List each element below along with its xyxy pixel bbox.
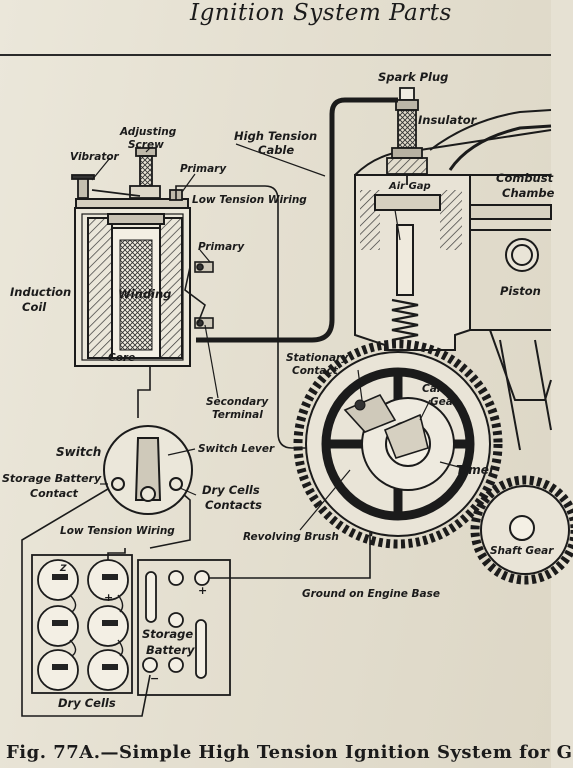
ignition-diagram: Spark Plug Insulator High Tension Cable … xyxy=(2,70,573,717)
label-low-tension-bottom: Low Tension Wiring xyxy=(60,525,175,537)
label-switch-lever: Switch Lever xyxy=(198,443,275,455)
label-secondary: Secondary xyxy=(206,396,269,408)
label-cable: Cable xyxy=(258,143,294,157)
label-stationary: Stationary xyxy=(286,352,349,364)
label-high-tension: High Tension xyxy=(234,129,317,143)
label-dry-cells-contacts: Dry Cells xyxy=(202,483,260,497)
header-rule xyxy=(0,54,551,56)
dry-cells xyxy=(31,554,133,694)
engine-cylinder xyxy=(354,109,552,351)
label-contacts: Contacts xyxy=(205,498,262,512)
high-tension-cable xyxy=(196,97,398,343)
shaft-gear xyxy=(470,475,573,585)
label-screw: Screw xyxy=(128,139,164,151)
piston xyxy=(489,238,552,451)
label-timer: Timer xyxy=(456,463,496,477)
page-header: Ignition System Parts xyxy=(0,0,551,40)
label-plus-2: + xyxy=(198,584,207,597)
coil-terminals xyxy=(194,261,214,329)
label-shaft-gear: Shaft Gear xyxy=(490,545,554,557)
label-winding: Winding xyxy=(118,287,171,301)
label-plus-1: + xyxy=(104,591,113,604)
label-core: Core xyxy=(108,352,135,364)
label-low-tension-top: Low Tension Wiring xyxy=(192,194,307,206)
timer-gear xyxy=(293,339,503,549)
label-storage-battery-contact: Storage Battery xyxy=(2,472,102,485)
page-title: Ignition System Parts xyxy=(190,0,452,26)
leader-lines xyxy=(91,143,471,531)
label-spark-plug: Spark Plug xyxy=(378,70,448,84)
label-combust: Combust xyxy=(496,171,554,185)
label-minus: − xyxy=(150,672,159,685)
label-primary-side: Primary xyxy=(198,241,245,253)
label-coil: Coil xyxy=(22,300,47,314)
label-dry-cells-bottom: Dry Cells xyxy=(58,696,116,710)
label-chamber: Chambe xyxy=(502,186,555,200)
label-switch: Switch xyxy=(56,445,101,459)
label-stationary-contact: Contact xyxy=(292,365,339,377)
induction-coil xyxy=(74,198,191,367)
label-z: Z xyxy=(59,564,67,574)
label-insulator: Insulator xyxy=(418,113,478,127)
label-air-gap: Air Gap xyxy=(388,181,431,192)
storage-battery xyxy=(137,559,231,696)
label-battery: Battery xyxy=(146,643,195,657)
spark-plug xyxy=(386,87,428,185)
label-storage: Storage xyxy=(142,627,193,641)
label-ground: Ground on Engine Base xyxy=(302,588,440,600)
switch xyxy=(103,425,193,515)
label-piston: Piston xyxy=(500,284,541,298)
label-storage-contact: Contact xyxy=(30,487,79,500)
label-induction: Induction xyxy=(10,285,71,299)
label-adjusting: Adjusting xyxy=(119,126,177,138)
figure-caption: Fig. 77A.—Simple High Tension Ignition S… xyxy=(6,742,573,763)
label-primary-top: Primary xyxy=(180,163,227,175)
label-revolving-brush: Revolving Brush xyxy=(243,531,339,543)
label-vibrator: Vibrator xyxy=(70,151,120,163)
label-cam: Cam xyxy=(422,383,448,395)
label-cam-gear: Gear xyxy=(430,396,459,408)
label-terminal: Terminal xyxy=(212,409,263,421)
